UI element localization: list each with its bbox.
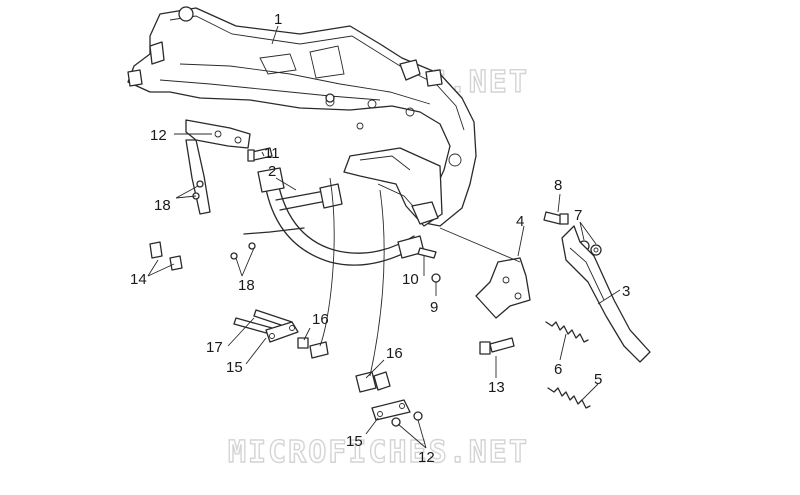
- callout-5: 5: [594, 371, 602, 388]
- callout-7: 7: [574, 207, 582, 224]
- callout-12-bottom: 12: [418, 449, 435, 466]
- side-stand-3: [561, 225, 651, 363]
- callout-16-upper: 16: [312, 311, 329, 328]
- upper-bracket: [185, 119, 251, 215]
- callout-6: 6: [554, 361, 562, 378]
- callout-17: 17: [206, 339, 223, 356]
- callout-1: 1: [274, 11, 282, 28]
- callout-2: 2: [268, 163, 276, 180]
- watermark-bottom: MICROFICHES.NET: [228, 435, 529, 470]
- callout-10: 10: [402, 271, 419, 288]
- callout-9: 9: [430, 299, 438, 316]
- callout-14: 14: [130, 271, 147, 288]
- callout-12-top: 12: [150, 127, 167, 144]
- nuts-18: [192, 180, 256, 260]
- leader-lines: [147, 25, 621, 449]
- callout-16-lower: 16: [386, 345, 403, 362]
- clip-14: [149, 241, 183, 271]
- callout-13: 13: [488, 379, 505, 396]
- main-frame: [127, 6, 477, 227]
- callout-18-upper: 18: [154, 197, 171, 214]
- callout-8: 8: [554, 177, 562, 194]
- callout-15-lower: 15: [346, 433, 363, 450]
- callout-labels: 1 12 11 2 18 18 14 17 15 16 16 15 12 10 …: [130, 11, 630, 466]
- nuts-12-lower: [391, 411, 423, 427]
- callout-18-lower: 18: [238, 277, 255, 294]
- callout-4: 4: [516, 213, 524, 230]
- bolt-10: [417, 247, 437, 259]
- spacer-16-lower: [355, 371, 391, 393]
- bolt-11: [247, 147, 273, 162]
- bolt-8: [543, 211, 569, 225]
- nut-9: [431, 273, 441, 283]
- bolt-13: [479, 337, 515, 355]
- spring-6: [545, 321, 589, 343]
- stand-bracket-4: [475, 257, 531, 319]
- lower-cradle: [243, 167, 425, 266]
- callout-3: 3: [622, 283, 630, 300]
- callout-15-upper: 15: [226, 359, 243, 376]
- callout-11: 11: [264, 145, 280, 162]
- plate-15-upper: [265, 321, 299, 343]
- spacer-16-upper: [297, 337, 329, 359]
- spring-5: [547, 387, 591, 409]
- plate-15-lower: [371, 399, 411, 421]
